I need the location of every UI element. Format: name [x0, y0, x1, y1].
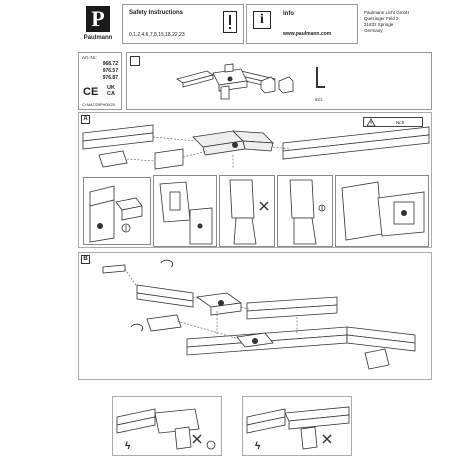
article-panel: Art.-Nr.: 968.72 976.57 976.87 CE UK CA …	[78, 52, 122, 110]
voltage-warning-icon: ϟ	[255, 441, 261, 452]
detail-frame-4	[277, 175, 333, 247]
article-code: C+MA7/20PH09/20	[82, 103, 115, 107]
address-line: Paulmann Licht GmbH	[364, 10, 410, 15]
allen-key-illustration	[316, 67, 325, 88]
brand-name: Paulmann	[83, 35, 113, 41]
section-a-label: A	[81, 115, 90, 124]
detail-frame-2	[153, 175, 217, 247]
address-panel: Paulmann Licht GmbH Quezinger Feld 2 318…	[360, 4, 432, 44]
safety-title: Safety Instructions	[129, 10, 184, 16]
insertion-correct-illustration	[289, 179, 326, 245]
package-box-icon	[130, 56, 140, 66]
track-assembly-b	[102, 259, 416, 370]
end-cap-illustration	[260, 76, 294, 94]
track-end-illustration	[89, 185, 143, 243]
info-url[interactable]: www.paulmann.com	[283, 31, 332, 37]
address-line: Germany	[364, 28, 383, 33]
section-a-panel: A Nr.0	[78, 112, 432, 248]
clamp-illustration	[159, 181, 213, 245]
screw-tighten-wrong-illustration: ϟ	[116, 408, 216, 452]
final-step-right-panel: ϟ	[242, 396, 352, 456]
article-number: 976.87	[102, 75, 118, 81]
track-assembly-a	[82, 124, 430, 170]
article-label: Art.-Nr.:	[82, 55, 98, 60]
ukca-mark: UK CA	[107, 85, 115, 97]
connector-locked-illustration	[341, 181, 425, 241]
cross-connector-illustration	[176, 63, 276, 100]
earth-ground-icon	[121, 223, 131, 233]
cross-mark-icon	[192, 434, 202, 444]
voltage-warning-icon: ϟ	[125, 441, 131, 452]
detail-frame-1	[83, 177, 151, 245]
section-b-panel: B	[78, 252, 432, 380]
section-b-label: B	[81, 255, 90, 264]
screw-tighten-correct-illustration: ϟ	[246, 406, 350, 452]
article-number: 976.57	[102, 68, 118, 74]
article-number: 968.72	[102, 61, 118, 67]
power-off-icon	[366, 118, 376, 127]
brand-block: P Paulmann	[78, 4, 118, 46]
parts-panel: incl.	[126, 52, 432, 110]
hardware-note: incl.	[315, 97, 324, 102]
paulmann-logo: P	[86, 6, 110, 32]
info-i-icon: i	[253, 11, 271, 29]
detail-frame-3	[219, 175, 275, 247]
info-panel: i Info www.paulmann.com	[246, 4, 358, 44]
detail-frame-5	[335, 175, 429, 247]
safety-panel: Safety Instructions 0,1,2,4,6,7,8,15,18,…	[122, 4, 244, 44]
info-title: Info	[283, 11, 294, 17]
cross-mark-icon	[322, 434, 332, 444]
final-step-left-panel: ϟ	[112, 396, 222, 456]
insertion-wrong-illustration	[229, 179, 269, 245]
warning-note-box: Nr.0	[363, 117, 423, 127]
address-line: Quezinger Feld 2	[364, 16, 399, 21]
warning-exclamation-icon	[223, 11, 237, 33]
address-line: 31832 Springe	[364, 22, 394, 27]
warning-note: Nr.0	[396, 120, 405, 125]
cross-mark-icon	[259, 201, 269, 211]
safety-numbers: 0,1,2,4,6,7,8,15,18,22,23	[129, 32, 185, 38]
ce-mark: CE	[83, 86, 99, 98]
